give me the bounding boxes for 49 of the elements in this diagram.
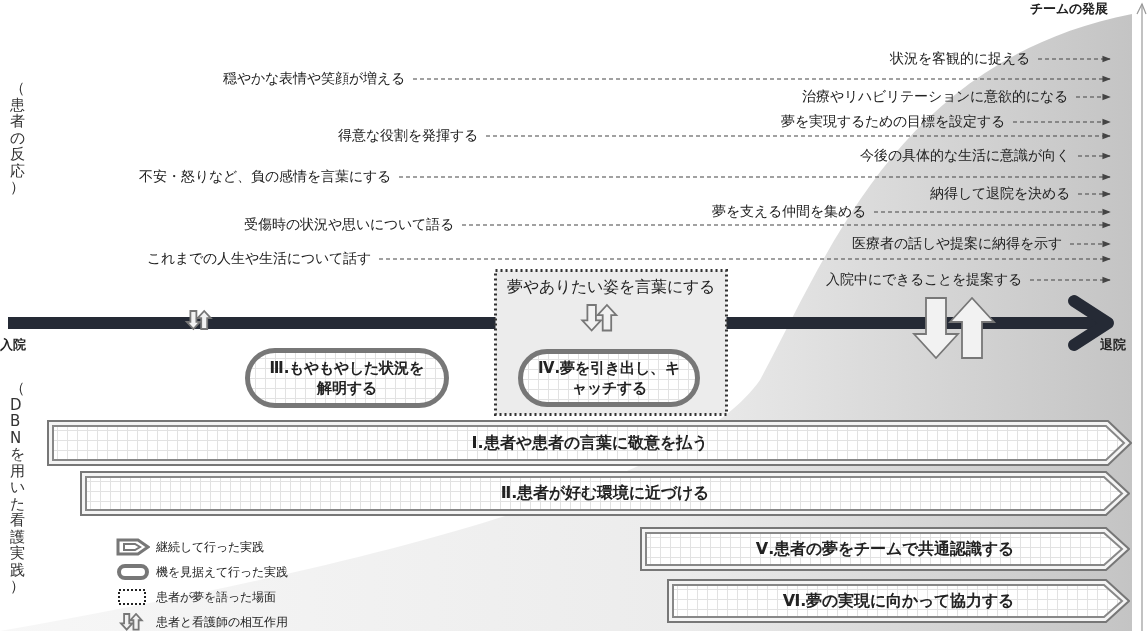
patient-response-text: これまでの人生や生活について話す bbox=[147, 250, 371, 266]
continuous-practice-band bbox=[47, 420, 1132, 466]
discharge-label: 退院 bbox=[1100, 336, 1126, 354]
section-label: （DBNを用いた看護実践） bbox=[10, 380, 25, 595]
practice-label: Ⅱ.患者が好む環境に近づける bbox=[500, 483, 710, 504]
patient-response-text: 状況を客観的に捉える bbox=[890, 50, 1030, 66]
dashed-arrow bbox=[1012, 118, 1111, 126]
dashed-arrow bbox=[1029, 276, 1111, 284]
patient-response-text: 受傷時の状況や思いについて語る bbox=[244, 216, 454, 232]
dashed-arrow bbox=[412, 75, 1111, 83]
dashed-arrow bbox=[1077, 190, 1111, 198]
dream-scene-area bbox=[494, 269, 728, 416]
practice-label: Ⅲ.もやもやした状況を解明する bbox=[268, 358, 426, 398]
timely-practice-pill bbox=[518, 349, 700, 407]
patient-response-text: 夢を支える仲間を集める bbox=[712, 203, 866, 219]
dashed-arrow bbox=[485, 132, 1111, 140]
practice-label: Ⅳ.夢を引き出し、キャッチする bbox=[536, 358, 682, 398]
continuous-practice-band bbox=[80, 471, 1130, 516]
axis-label: チームの発展 bbox=[1030, 0, 1108, 18]
dashed-arrow bbox=[1077, 152, 1111, 160]
practice-label: Ⅰ.患者や患者の言葉に敬意を払う bbox=[471, 432, 708, 454]
dashed-arrow bbox=[1075, 93, 1111, 101]
legend-label: 患者と看護師の相互作用 bbox=[156, 614, 288, 631]
timely-practice-pill bbox=[245, 348, 449, 408]
patient-response-text: 納得して退院を決める bbox=[930, 185, 1070, 201]
continuous-practice-band bbox=[667, 579, 1130, 623]
dashed-arrow bbox=[398, 173, 1111, 181]
dashed-arrow bbox=[1037, 55, 1111, 63]
practice-label: Ⅵ.夢の実現に向かって協力する bbox=[782, 590, 1015, 612]
dashed-arrow bbox=[1069, 240, 1111, 248]
section-label: （患者の反応） bbox=[10, 80, 25, 196]
scene-heading: 夢やありたい姿を言葉にする bbox=[506, 277, 716, 298]
legend-label: 患者が夢を語った場面 bbox=[156, 589, 276, 606]
admission-label: 入院 bbox=[0, 336, 26, 354]
patient-response-text: 不安・怒りなど、負の感情を言葉にする bbox=[139, 168, 391, 184]
legend-label: 継続して行った実践 bbox=[156, 539, 264, 556]
patient-response-text: 医療者の話しや提案に納得を示す bbox=[852, 235, 1062, 251]
patient-response-text: 穏やかな表情や笑顔が増える bbox=[223, 70, 405, 86]
patient-response-text: 入院中にできることを提案する bbox=[826, 271, 1022, 287]
patient-response-text: 治療やリハビリテーションに意欲的になる bbox=[802, 88, 1068, 104]
dashed-arrow bbox=[873, 208, 1111, 216]
practice-label: Ⅴ.患者の夢をチームで共通認識する bbox=[755, 538, 1015, 560]
legend-label: 機を見据えて行った実践 bbox=[156, 564, 288, 581]
patient-response-text: 得意な役割を発揮する bbox=[338, 127, 478, 143]
patient-response-text: 夢を実現するための目標を設定する bbox=[781, 113, 1005, 129]
continuous-practice-band bbox=[640, 527, 1130, 571]
dashed-arrow bbox=[378, 255, 1111, 263]
dashed-arrow bbox=[461, 221, 1111, 229]
patient-response-text: 今後の具体的な生活に意識が向く bbox=[860, 147, 1070, 163]
